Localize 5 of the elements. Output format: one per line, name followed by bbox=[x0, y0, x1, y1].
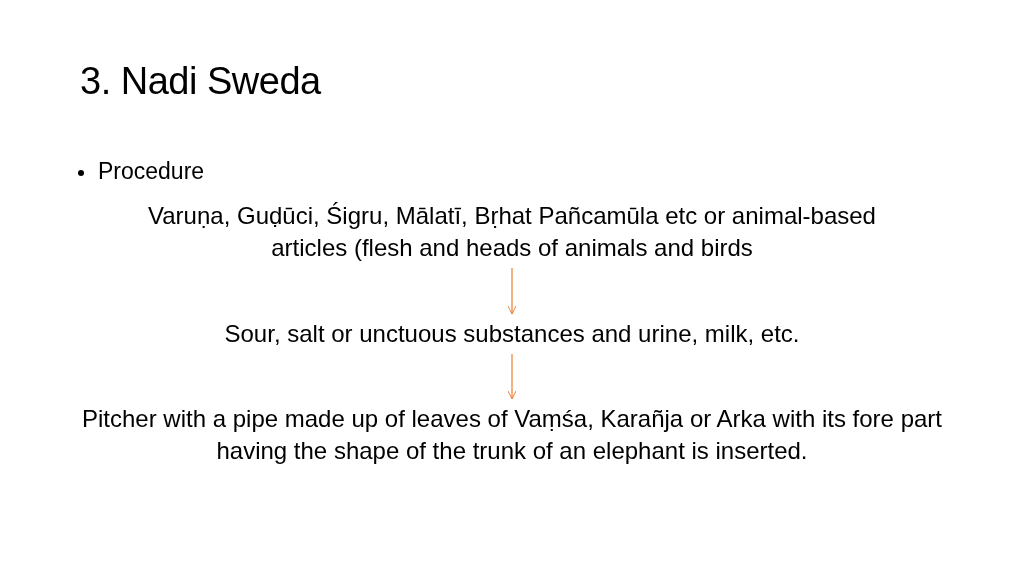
flow-text: Sour, salt or unctuous substances and urine, milk, etc. bbox=[224, 319, 800, 349]
flow-text: Varuṇa, Guḍūci, Śigru, Mālatī, Bṛhat Pañcamūla etc or animal-based articles (flesh and heads of animals and birds bbox=[147, 201, 877, 263]
flow-text: Pitcher with a pipe made up of leaves of Vaṃśa, Karañja or Arka with its fore part having the shape of the trunk of an elephant is inserted. bbox=[82, 404, 942, 466]
slide-title: 3. Nadi Sweda bbox=[80, 60, 321, 103]
bullet-text: Procedure bbox=[98, 158, 205, 185]
